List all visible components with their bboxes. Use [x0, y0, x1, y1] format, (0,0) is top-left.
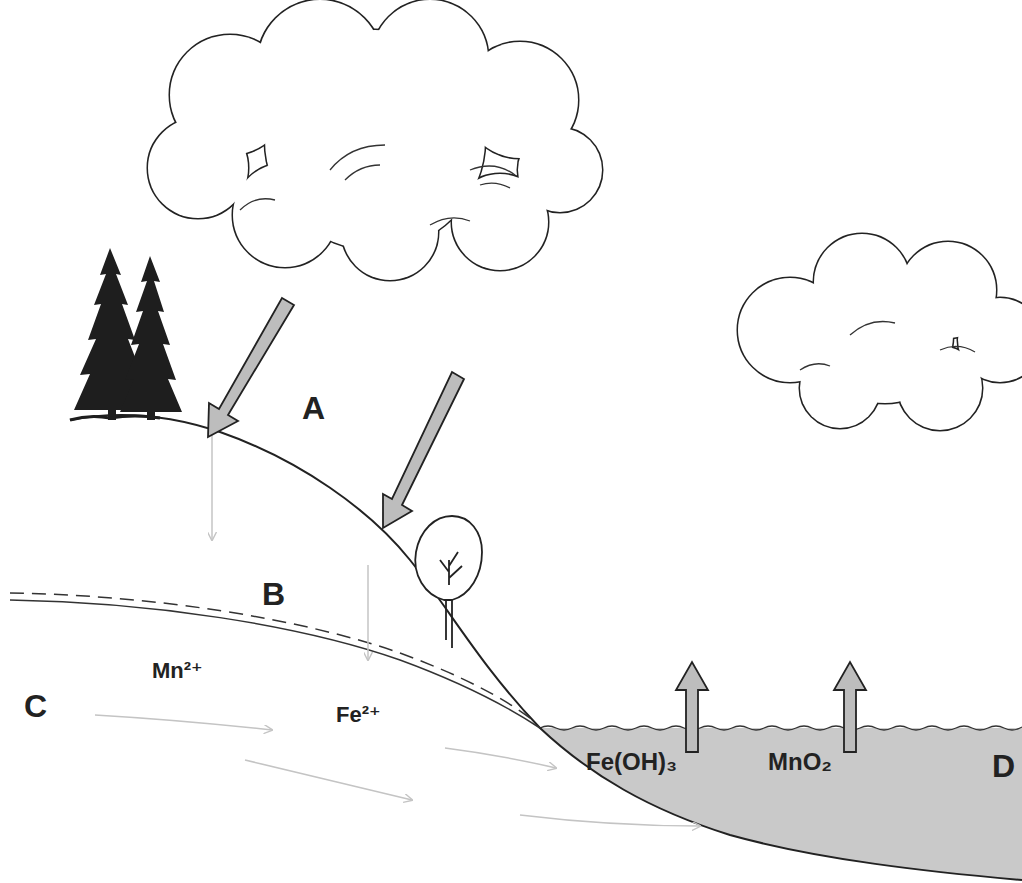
conifer-trees: [70, 248, 182, 420]
flow-arrow: [95, 715, 272, 730]
water-surface: [540, 726, 1022, 730]
water-table-dashes: [10, 593, 535, 722]
infiltration-arrow: [367, 565, 369, 660]
compound-label: MnO₂: [768, 750, 832, 774]
flow-arrow: [445, 748, 556, 768]
zone-letter: D: [992, 750, 1015, 782]
rain-cloud: [148, 0, 602, 280]
zone-letter: C: [24, 690, 47, 722]
ion-label: Mn²⁺: [152, 660, 203, 682]
flow-arrow: [245, 760, 412, 800]
zone-letter: B: [262, 578, 285, 610]
cloud: [738, 234, 1022, 430]
upward-arrow: [676, 662, 866, 752]
deciduous-tree: [415, 516, 482, 648]
precipitation-arrow: [208, 298, 464, 528]
zone-letter: A: [302, 392, 325, 424]
ground-surface: [70, 415, 1022, 880]
flow-arrow: [520, 815, 700, 826]
lake-water: [540, 728, 1022, 880]
compound-label: Fe(OH)₃: [586, 750, 677, 774]
infiltration-arrow: [211, 432, 213, 540]
water-table: [10, 600, 540, 728]
ion-label: Fe²⁺: [336, 704, 381, 726]
